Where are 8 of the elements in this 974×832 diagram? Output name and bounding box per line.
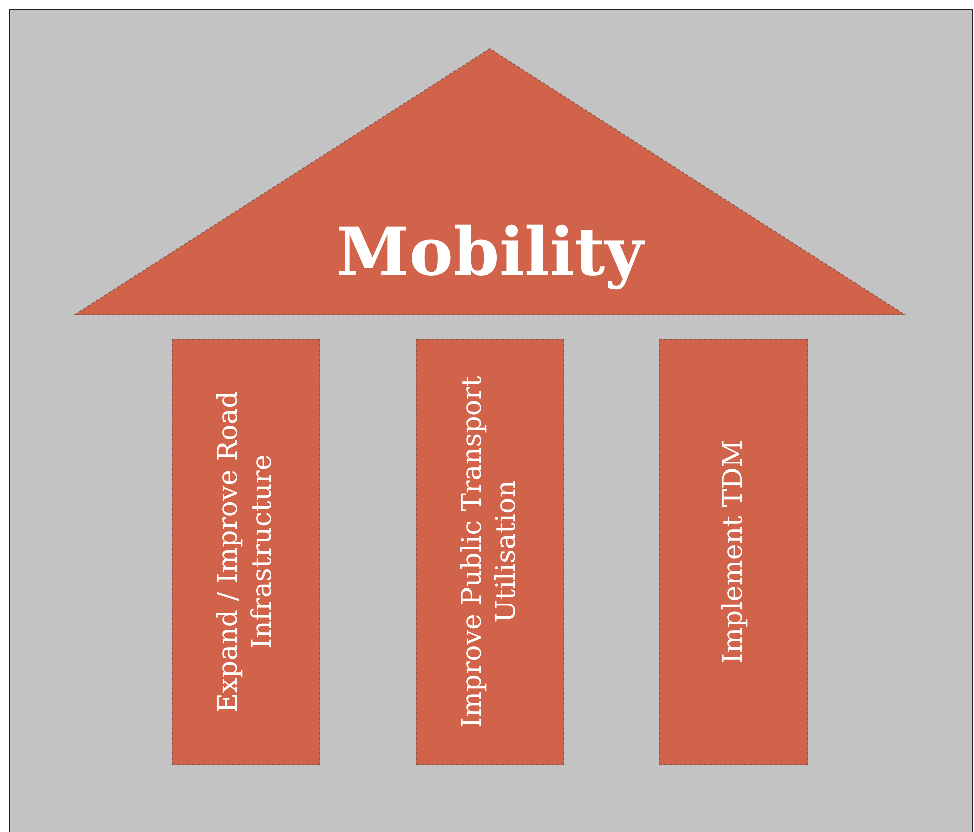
roof-triangle: [74, 48, 906, 316]
pillar-box: [172, 339, 320, 765]
pillar-label: Improve Public Transport Utilisation: [456, 375, 523, 730]
pillar-label: Implement TDM: [716, 440, 750, 664]
roof-label: Mobility: [336, 213, 644, 291]
pillar-box: [416, 339, 564, 765]
pillar-box: [659, 339, 808, 765]
pillar-label: Expand / Improve Road Infrastructure: [212, 390, 279, 715]
